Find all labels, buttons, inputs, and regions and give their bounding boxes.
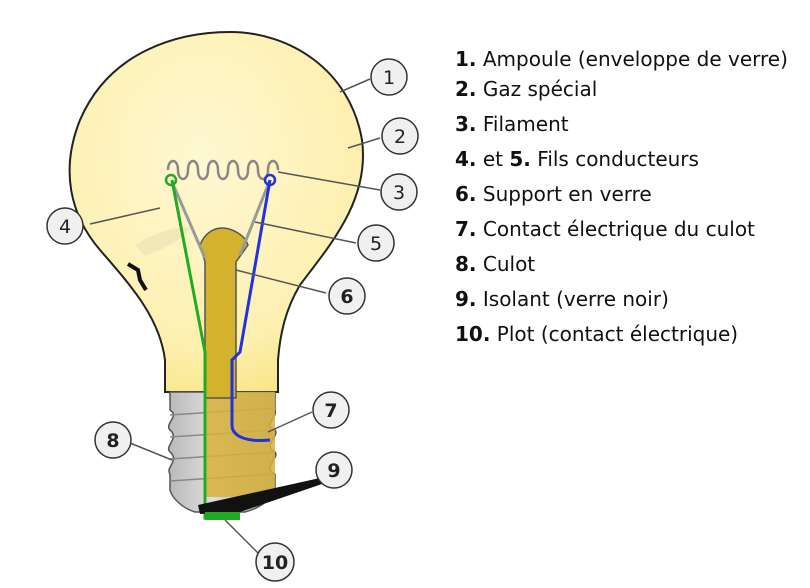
legend-item-10: 10. Plot (contact électrique) — [455, 321, 805, 347]
legend-item-1: 1. Ampoule (enveloppe de verre) — [455, 42, 805, 76]
legend-item-2: 2. Gaz spécial — [455, 76, 805, 102]
legend-text-2: Fils conducteurs — [530, 147, 699, 171]
legend-item-9: 9. Isolant (verre noir) — [455, 286, 805, 312]
legend-text: Support en verre — [476, 182, 652, 206]
callout-7: 7 — [312, 391, 350, 429]
callout-2: 2 — [381, 117, 419, 155]
legend-text: Contact électrique du culot — [476, 217, 755, 241]
callout-label: 4 — [59, 216, 71, 238]
callout-label: 1 — [383, 67, 395, 89]
legend-number: 10. — [455, 322, 491, 346]
legend-item-3: 3. Filament — [455, 111, 805, 137]
legend-number: 8. — [455, 252, 477, 276]
lead-wire-right — [238, 179, 272, 256]
callout-label: 2 — [394, 126, 406, 148]
callout-5: 5 — [357, 224, 395, 262]
legend-text: Isolant (verre noir) — [476, 287, 669, 311]
filament-coil — [166, 159, 280, 181]
callout-label: 6 — [340, 286, 353, 308]
glass-reflection — [135, 227, 190, 256]
leader-lines — [89, 78, 381, 554]
legend-item-6: 6. Support en verre — [455, 181, 805, 207]
legend-item-8: 8. Culot — [455, 251, 805, 277]
legend-number: 3. — [455, 112, 477, 136]
callout-6: 6 — [328, 277, 366, 315]
callout-10: 10 — [255, 542, 295, 582]
glass-edge-mark — [126, 262, 148, 292]
legend-text: Ampoule (enveloppe de verre) — [476, 47, 788, 71]
legend-number: 6. — [455, 182, 477, 206]
callout-label: 9 — [327, 460, 340, 482]
legend-number-2: 5. — [509, 147, 531, 171]
legend-number: 2. — [455, 77, 477, 101]
callout-3: 3 — [380, 173, 418, 211]
legend: 1. Ampoule (enveloppe de verre) 2. Gaz s… — [455, 42, 805, 356]
callout-label: 3 — [393, 182, 405, 204]
lead-wire-left — [170, 181, 207, 259]
legend-item-4-5: 4. et 5. Fils conducteurs — [455, 146, 805, 172]
bulb-glass — [68, 30, 365, 393]
insulator-black — [198, 478, 322, 514]
contact-plot — [205, 512, 240, 520]
callout-label: 5 — [370, 233, 382, 255]
legend-number: 4. — [455, 147, 477, 171]
callout-label: 8 — [106, 430, 119, 452]
filament-end-left — [164, 173, 178, 187]
callout-label: 7 — [324, 400, 337, 422]
legend-text: Culot — [476, 252, 536, 276]
legend-number: 1. — [455, 47, 477, 71]
legend-text: Filament — [476, 112, 569, 136]
legend-text: et — [476, 147, 510, 171]
base-contact-fill — [205, 392, 275, 497]
callout-8: 8 — [94, 421, 132, 459]
legend-text: Gaz spécial — [476, 77, 598, 101]
lightbulb-diagram: 1 2 3 4 5 6 7 8 9 10 — [46, 30, 419, 582]
legend-text: Plot (contact électrique) — [490, 322, 739, 346]
callout-9: 9 — [315, 451, 353, 489]
legend-item-7: 7. Contact électrique du culot — [455, 216, 805, 242]
legend-number: 7. — [455, 217, 477, 241]
callout-4: 4 — [46, 207, 84, 245]
callout-label: 10 — [262, 552, 288, 574]
conductor-wire-blue — [230, 179, 272, 442]
callout-1: 1 — [370, 58, 408, 96]
filament-end-right — [263, 173, 277, 187]
legend-number: 9. — [455, 287, 477, 311]
